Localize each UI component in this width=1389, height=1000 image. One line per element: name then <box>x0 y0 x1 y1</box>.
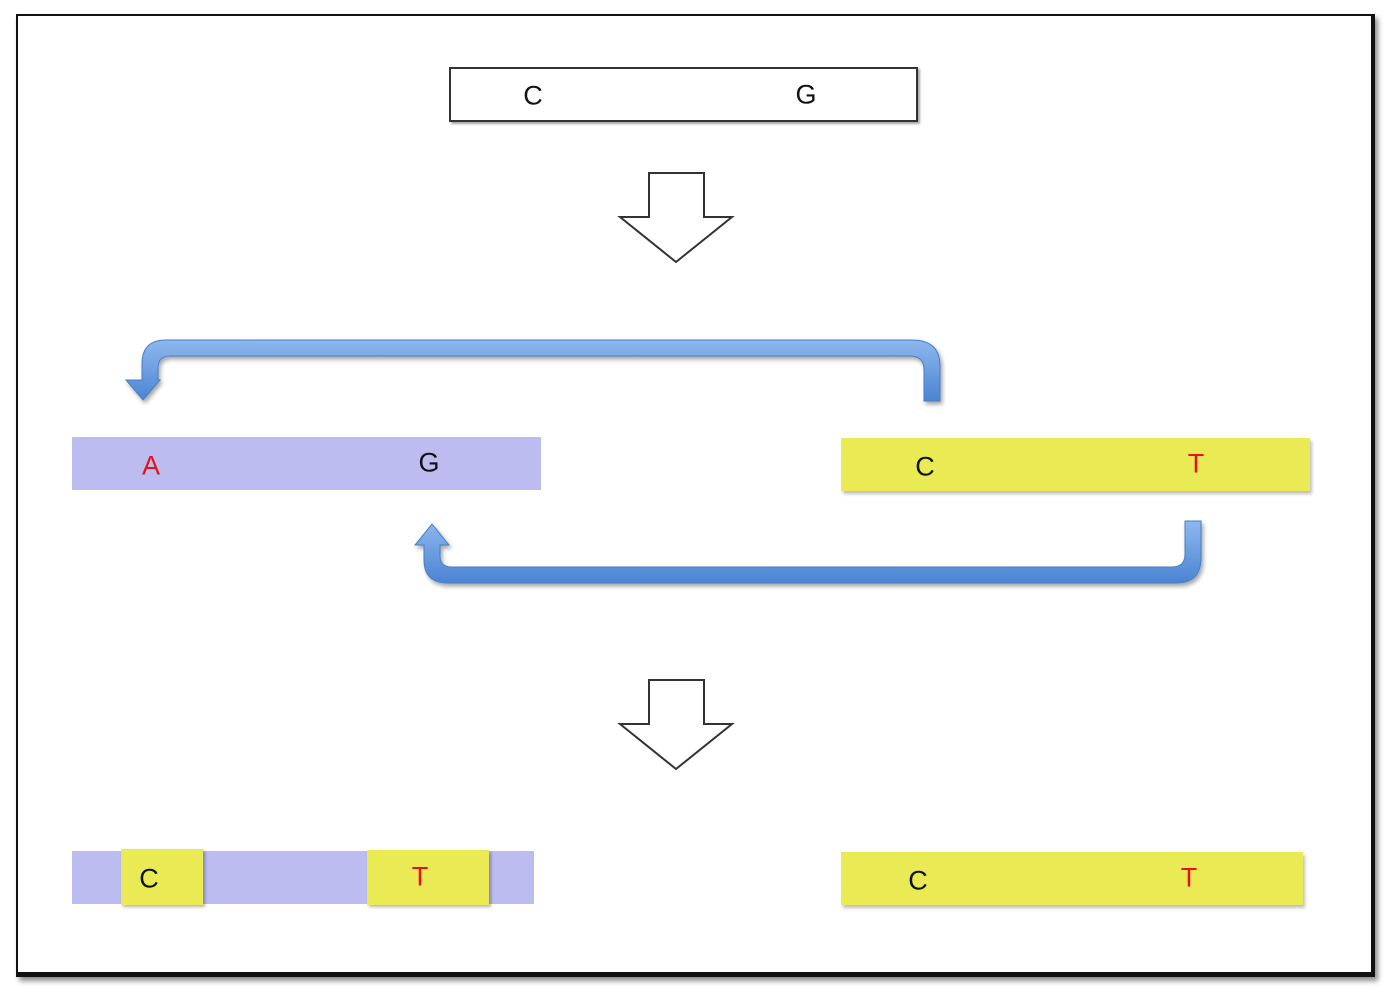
original-strand <box>449 67 918 122</box>
bottom-left-patch-c <box>121 849 203 905</box>
step-down-arrow-2 <box>617 679 735 771</box>
bottom-left-base-t: T <box>411 861 429 892</box>
original-base-c: C <box>523 80 543 111</box>
bottom-right-base-t: T <box>1180 862 1198 893</box>
upper-transfer-arrow <box>127 356 924 401</box>
lower-transfer-arrow <box>413 520 1202 584</box>
original-base-g: G <box>795 79 817 110</box>
bottom-right-base-c: C <box>908 865 928 896</box>
middle-right-base-c: C <box>915 451 935 482</box>
middle-right-strand <box>841 438 1310 491</box>
middle-left-strand <box>72 437 541 490</box>
bottom-left-base-c: C <box>139 863 159 894</box>
middle-left-base-g: G <box>418 447 440 478</box>
bottom-left-patch-t <box>367 850 489 905</box>
bottom-right-strand <box>841 852 1303 905</box>
upper-transfer-arrow-body <box>128 356 940 401</box>
middle-left-base-a: A <box>141 450 161 481</box>
upper-transfer-arrow-shape <box>124 339 941 402</box>
step-down-arrow-1 <box>617 172 735 264</box>
middle-right-base-t: T <box>1187 448 1205 479</box>
